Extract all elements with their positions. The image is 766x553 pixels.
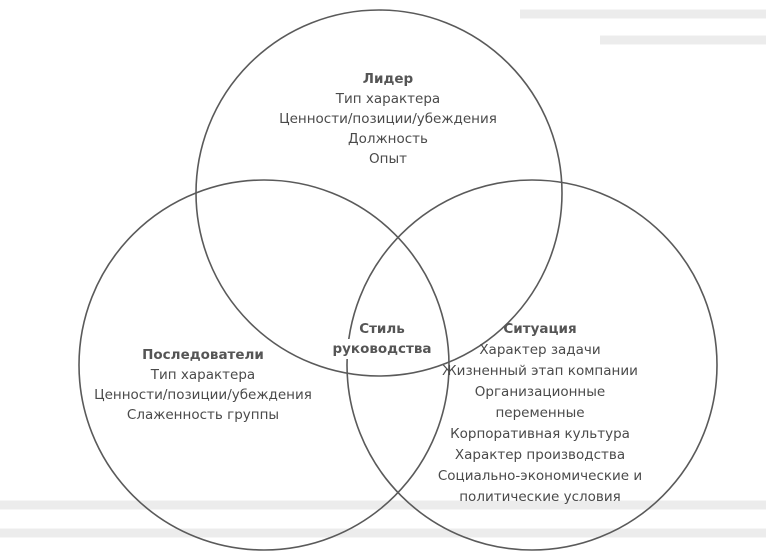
leader-item: Опыт [369, 151, 407, 167]
leadership-style-line1: Стиль [356, 319, 408, 339]
leader-block: Лидер Тип характера Ценности/позиции/убе… [243, 69, 533, 169]
leader-item: Должность [348, 131, 428, 147]
leadership-style-line2: руководства [329, 339, 435, 359]
followers-item: Слаженность группы [126, 407, 280, 423]
situation-circle [346, 179, 718, 551]
situation-title: Ситуация [503, 321, 577, 337]
leadership-style-block: Стиль руководства [320, 319, 444, 359]
followers-circle [78, 179, 450, 551]
situation-item: Социально-экономические и политические у… [437, 468, 643, 505]
situation-item: Характер задачи [479, 342, 601, 358]
followers-block: Последователи Тип характера Ценности/поз… [68, 345, 338, 425]
leader-item: Тип характера [335, 91, 441, 107]
followers-item: Ценности/позиции/убеждения [94, 387, 312, 403]
followers-item: Тип характера [150, 367, 256, 383]
leader-title: Лидер [362, 71, 414, 87]
situation-item: Жизненный этап компании [442, 363, 638, 379]
leader-item: Ценности/позиции/убеждения [279, 111, 497, 127]
situation-item: Характер производства [454, 447, 626, 463]
followers-title: Последователи [142, 347, 264, 363]
situation-item: Корпоративная культура [450, 426, 630, 442]
situation-block: Ситуация Характер задачи Жизненный этап … [420, 319, 660, 508]
situation-item: Организационные переменные [474, 384, 606, 421]
background-bleed-lines [0, 9, 766, 538]
